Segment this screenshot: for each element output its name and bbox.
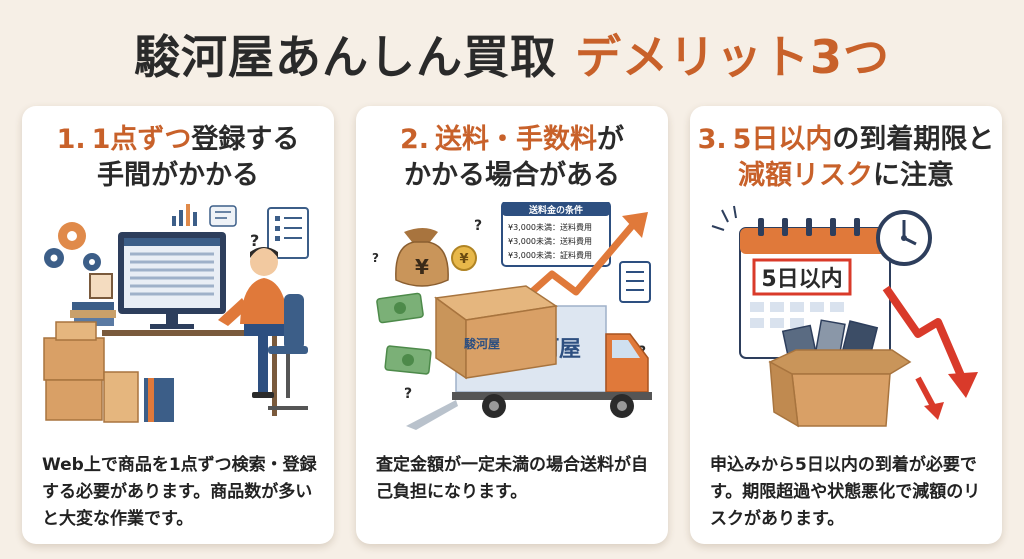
card-1-title-highlight: 1点ずつ — [91, 124, 192, 155]
demerit-card-2: 2.送料・手数料が かかる場合がある ¥ ¥ ? ? ? ? 送料金の条件 — [356, 106, 668, 544]
shipping-conditions-sign: 送料金の条件 ¥3,000未満：送料費用 ¥3,000未満：送料費用 ¥3,00… — [501, 202, 611, 267]
card-3-title: 3.5日以内の到着期限と 減額リスクに注意 — [690, 122, 1002, 194]
calendar-deadline-label: 5日以内 — [761, 267, 842, 292]
card-3-title-highlight: 5日以内 — [732, 124, 833, 155]
box-logo: 駿河屋 — [464, 336, 500, 351]
svg-text:¥: ¥ — [459, 252, 468, 267]
bar-chart-icon — [172, 204, 197, 226]
open-box-icon — [768, 319, 912, 428]
computer-monitor-icon — [118, 232, 226, 329]
sign-line-1: ¥3,000未満：送料費用 — [508, 222, 592, 232]
chat-bubble-icon — [209, 205, 237, 227]
card-2-description: 査定金額が一定未満の場合送料が自己負担になります。 — [376, 455, 648, 502]
sign-line-3: ¥3,000未満：証料費用 — [508, 250, 592, 260]
page-title-main: 駿河屋あんしん買取 — [133, 30, 557, 84]
question-mark-icon: ? — [250, 231, 259, 250]
clipboard-icon — [267, 207, 309, 259]
page-title: 駿河屋あんしん買取デメリット3つ — [0, 22, 1024, 92]
card-2-title-rest: が — [597, 124, 625, 155]
card-3-title-line2-rest: に注意 — [873, 160, 954, 191]
svg-text:?: ? — [372, 251, 379, 265]
card-1-number: 1. — [56, 124, 86, 155]
coin-icon: ¥ — [451, 245, 477, 271]
money-bag-icon: ¥ — [395, 228, 449, 287]
desk — [102, 330, 292, 336]
card-2-title-line2: かかる場合がある — [404, 160, 620, 191]
cardboard-box-icon: 駿河屋 — [434, 285, 559, 380]
card-1-title: 1.1点ずつ登録する 手間がかかる — [22, 122, 334, 194]
card-2-title-highlight: 送料・手数料 — [435, 124, 598, 155]
card-3-number: 3. — [697, 124, 727, 155]
deadline-calendar-illustration: 5日以内 — [711, 205, 978, 428]
office-chair-icon — [268, 294, 308, 410]
shipping-truck-illustration: ¥ ¥ ? ? ? ? 送料金の条件 ¥3,000未満：送料費用 ¥3,000未… — [372, 202, 652, 430]
card-3-title-line2-highlight: 減額リスク — [738, 160, 873, 191]
falling-arrow-icon — [882, 285, 978, 420]
card-1-description: Web上で商品を1点ずつ検索・登録する必要があります。商品数が多いと大変な作業で… — [42, 455, 317, 529]
card-1-title-rest: 登録する — [191, 124, 300, 155]
sign-line-2: ¥3,000未満：送料費用 — [508, 236, 592, 246]
card-3-description: 申込みから5日以内の到着が必要です。期限超過や状態悪化で減額のリスクがあります。 — [710, 455, 981, 529]
figure-frame — [89, 273, 113, 299]
checklist-icon — [619, 261, 651, 303]
banknote-icon — [376, 292, 432, 375]
question-mark-icon: ? — [474, 218, 482, 234]
card-2-number: 2. — [399, 124, 430, 155]
svg-text:?: ? — [404, 386, 412, 402]
demerit-card-3: 3.5日以内の到着期限と 減額リスクに注意 5日以内 — [690, 106, 1002, 544]
gear-icon — [44, 222, 101, 271]
person-icon — [218, 247, 288, 398]
page-title-accent: デメリット3つ — [574, 30, 890, 84]
card-3-title-rest: の到着期限と — [832, 124, 995, 155]
card-1-title-line2: 手間がかかる — [97, 160, 259, 191]
desk-worker-illustration: ? — [43, 204, 309, 423]
demerit-card-1: 1.1点ずつ登録する 手間がかかる — [22, 106, 334, 544]
clock-icon — [876, 210, 932, 266]
svg-text:¥: ¥ — [415, 255, 429, 279]
rising-arrow-icon — [513, 212, 648, 309]
card-2-title: 2.送料・手数料が かかる場合がある — [356, 122, 668, 194]
stacked-boxes-icon — [43, 302, 174, 423]
sign-title: 送料金の条件 — [528, 204, 583, 216]
